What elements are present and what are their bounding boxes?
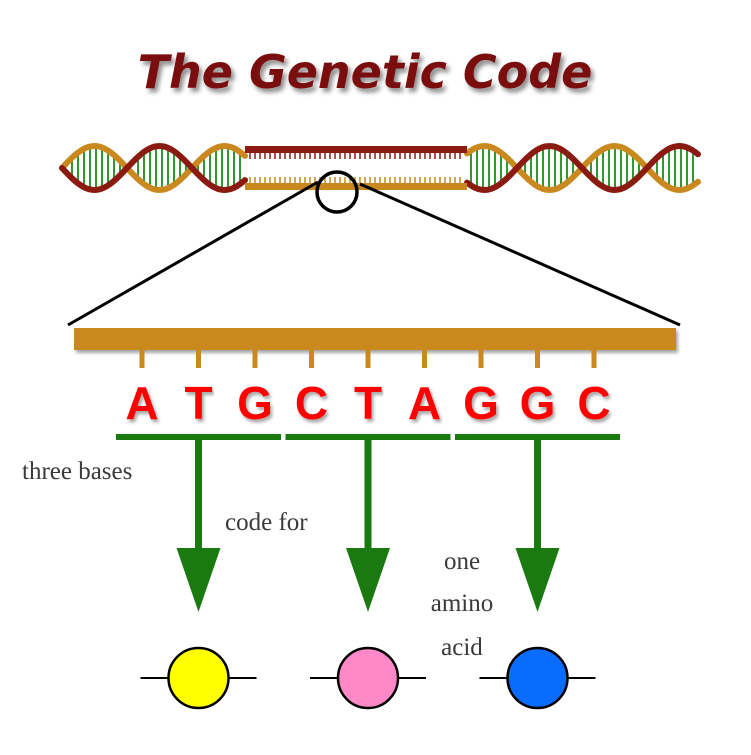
base-peg — [478, 350, 484, 368]
unzipped-strand-top — [245, 146, 467, 153]
helix-strand-red — [59, 142, 701, 194]
base-peg — [252, 350, 258, 368]
base-letter-a: A — [125, 377, 158, 429]
base-peg — [365, 350, 371, 368]
base-peg — [196, 350, 201, 368]
base-letter-t: T — [184, 377, 212, 429]
amino-acid-bead — [506, 646, 569, 710]
base-letter-t: T — [354, 377, 382, 429]
zoom-line-right — [359, 182, 681, 327]
base-letter-a: A — [408, 377, 441, 429]
codon-bracket — [116, 434, 281, 440]
codon-arrow-head-icon — [346, 548, 390, 612]
base-letter-g: G — [237, 377, 273, 429]
codon-bracket — [455, 434, 620, 440]
codon-arrow-shaft — [534, 440, 541, 556]
helix-rungs — [71, 146, 694, 190]
backbone-bar — [74, 328, 676, 350]
unzipped-teeth — [249, 153, 461, 183]
label-acid: acid — [441, 634, 483, 661]
amino-acid-bead — [336, 646, 400, 710]
zoom-circle — [315, 170, 359, 214]
base-pegs — [139, 350, 597, 368]
base-letter-c: C — [577, 377, 610, 429]
base-peg — [139, 350, 145, 368]
base-peg — [422, 350, 427, 368]
base-letter-c: C — [295, 377, 328, 429]
codon-arrow-head-icon — [176, 548, 221, 612]
page-title: The Genetic Code — [138, 45, 593, 99]
dna-helix — [59, 142, 701, 194]
zoom-line-left — [67, 180, 319, 327]
codon-bracket — [285, 434, 451, 440]
base-peg — [309, 350, 314, 368]
amino-acids — [140, 646, 596, 710]
base-letter-g: G — [463, 377, 499, 429]
codon-groups — [116, 434, 620, 612]
label-three-bases: three bases — [22, 458, 132, 485]
dna-backbone — [74, 328, 676, 368]
codon-arrow-shaft — [364, 440, 372, 556]
label-one: one — [444, 548, 480, 575]
base-letter-g: G — [520, 377, 556, 429]
base-peg — [591, 350, 597, 368]
label-code-for: code for — [225, 509, 308, 536]
label-amino: amino — [431, 590, 494, 617]
amino-acid-bead — [167, 646, 230, 710]
magnifier — [67, 170, 681, 327]
codon-arrow-head-icon — [515, 548, 560, 612]
base-peg — [535, 350, 540, 368]
codon-arrow-shaft — [195, 440, 202, 556]
